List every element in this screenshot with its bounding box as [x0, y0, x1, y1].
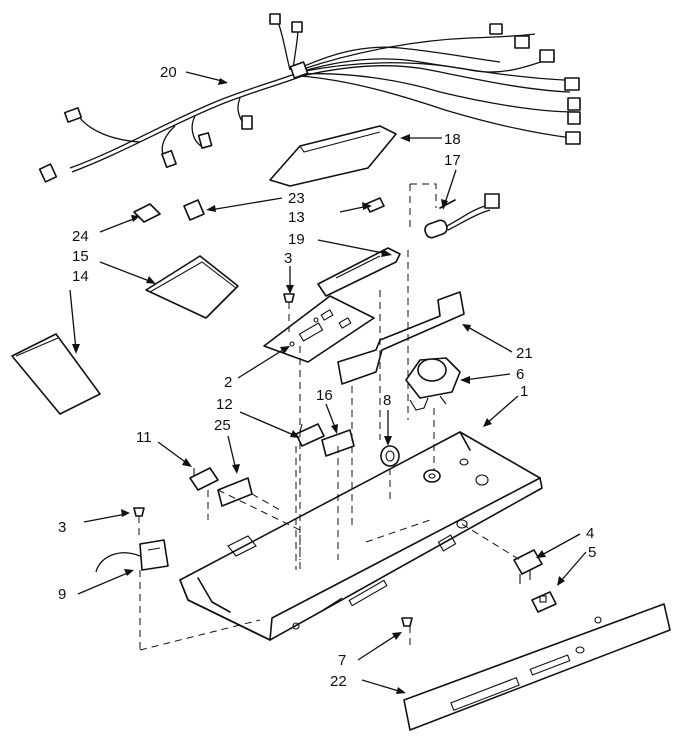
callout-23: 23: [288, 190, 305, 207]
part-16-pad: [321, 429, 355, 457]
callout-15: 15: [72, 248, 89, 265]
callout-17: 17: [444, 152, 461, 169]
part-11-switch: [189, 467, 219, 491]
part-18-shield: [269, 125, 397, 187]
part-8-grommet: [380, 445, 400, 467]
part-19-light-tube: [317, 247, 401, 297]
callout-9: 9: [58, 586, 66, 603]
callout-22: 22: [330, 673, 347, 690]
callout-20: 20: [160, 64, 177, 81]
callout-21: 21: [516, 345, 533, 362]
part-15-cover: [145, 255, 239, 319]
callout-labels: 20 18 17 23 13 24 19 15 3 14 21 6 2 1 12…: [58, 64, 596, 690]
callout-12: 12: [216, 396, 233, 413]
part-5-switch: [531, 591, 557, 613]
part-17-thermistor: [409, 183, 500, 239]
callout-8: 8: [383, 392, 391, 409]
callout-16: 16: [316, 387, 333, 404]
part-21-insulation: [337, 291, 465, 385]
part-14-cover: [11, 333, 101, 415]
part-23-clip: [183, 199, 205, 221]
part-6-defrost-timer: [405, 357, 461, 411]
callout-4: 4: [586, 525, 594, 542]
callout-1: 1: [520, 383, 528, 400]
callout-6: 6: [516, 366, 524, 383]
part-24-clip: [133, 203, 161, 223]
callout-13: 13: [288, 209, 305, 226]
callout-14: 14: [72, 268, 89, 285]
part-13-light-bulb: [365, 197, 385, 213]
callout-19: 19: [288, 231, 305, 248]
callout-2: 2: [224, 374, 232, 391]
callout-3-lower: 3: [58, 519, 66, 536]
assembly-lines: [139, 250, 521, 651]
part-4-switch: [513, 549, 543, 584]
callout-24: 24: [72, 228, 89, 245]
part-20-wire-harness: [38, 13, 581, 183]
part-3-screw-top: [283, 293, 295, 332]
part-2-control-board: [263, 295, 375, 363]
part-22-trim-panel: [403, 603, 671, 731]
part-7-screw: [401, 617, 413, 627]
callout-7: 7: [338, 652, 346, 669]
part-9-thermostat: [95, 539, 169, 573]
part-3-screw-lower: [133, 507, 145, 540]
callout-11: 11: [136, 429, 152, 446]
part-1-control-housing: [179, 431, 543, 641]
callout-3-top: 3: [284, 250, 292, 267]
leader-arrows: [69, 71, 587, 694]
callout-5: 5: [588, 544, 596, 561]
callout-25: 25: [214, 417, 231, 434]
callout-18: 18: [444, 131, 461, 148]
